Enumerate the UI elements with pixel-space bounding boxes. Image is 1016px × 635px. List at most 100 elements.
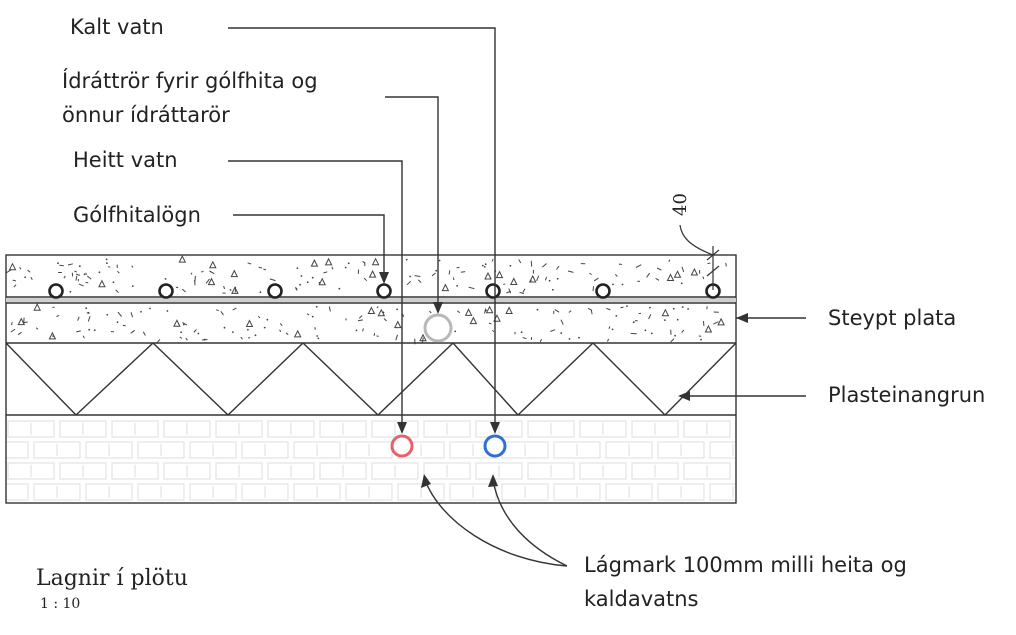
concrete-dot (167, 310, 169, 312)
concrete-dash (656, 278, 659, 280)
concrete-dash (377, 306, 378, 308)
concrete-aggregate (295, 331, 301, 337)
concrete-dash (12, 322, 13, 325)
concrete-dash (657, 268, 661, 270)
floor-heating-pipe (487, 285, 500, 298)
concrete-dash (87, 276, 91, 279)
concrete-dash (86, 282, 89, 283)
concrete-dash (568, 271, 574, 272)
concrete-aggregate (506, 308, 512, 314)
concrete-dot (295, 288, 297, 290)
ground-hatch-cell (736, 421, 782, 437)
concrete-dash (432, 273, 436, 276)
concrete-dot (165, 278, 167, 280)
ground-hatch-cell (0, 442, 28, 458)
concrete-dash (550, 330, 555, 332)
insulation-zigzag (6, 343, 736, 415)
concrete-dot (140, 311, 142, 313)
concrete-dash (531, 261, 532, 267)
concrete-dash (216, 310, 219, 311)
concrete-dash (76, 331, 81, 332)
concrete-dot (485, 263, 487, 265)
concrete-dash (415, 276, 421, 277)
concrete-dash (182, 289, 185, 292)
concrete-dot (560, 332, 562, 334)
concrete-dash (143, 332, 145, 336)
concrete-dot (345, 267, 347, 269)
concrete-dash (118, 312, 122, 316)
concrete-aggregate (10, 264, 16, 270)
concrete-dot (307, 281, 309, 283)
concrete-aggregate (662, 310, 668, 316)
concrete-dot (99, 271, 101, 273)
concrete-dash (221, 311, 224, 315)
concrete-dot (299, 284, 301, 286)
concrete-dot (232, 331, 234, 333)
concrete-dash (14, 285, 16, 288)
floor-heating-pipe (50, 285, 63, 298)
concrete-dot (106, 314, 108, 316)
concrete-aggregate (470, 318, 476, 324)
concrete-dot (482, 265, 484, 267)
floor-heating-pipe (378, 285, 391, 298)
concrete-aggregate (511, 279, 517, 285)
concrete-dash (116, 290, 119, 293)
concrete-dot (70, 291, 72, 293)
concrete-aggregate (174, 320, 180, 326)
concrete-dot (406, 259, 408, 261)
concrete-dot (682, 306, 684, 308)
concrete-dash (492, 330, 493, 332)
concrete-dot (626, 305, 628, 307)
concrete-dash (86, 273, 87, 275)
concrete-aggregate (368, 308, 374, 314)
concrete-dot (674, 335, 676, 337)
label-idrattaror-line1: Ídráttrör fyrir gólfhita og (62, 67, 318, 95)
concrete-dash (364, 278, 367, 281)
concrete-dot (409, 276, 411, 278)
concrete-dot (673, 308, 675, 310)
concrete-dot (569, 338, 571, 340)
concrete-dot (318, 338, 320, 340)
arrowhead-steypt-plata (736, 313, 748, 323)
concrete-dot (552, 289, 554, 291)
label-kalt-vatn: Kalt vatn (70, 13, 164, 41)
concrete-dot (319, 282, 321, 284)
concrete-dot (247, 329, 249, 331)
concrete-dash (649, 314, 651, 319)
concrete-dot (316, 335, 318, 337)
concrete-aggregate (466, 309, 472, 315)
concrete-dash (233, 308, 237, 310)
concrete-dot (255, 334, 257, 336)
floor-heating-pipes (50, 285, 720, 298)
leader-lagmark-cold (493, 480, 567, 566)
concrete-dot (264, 327, 266, 329)
concrete-dot (57, 262, 59, 264)
concrete-dot (700, 339, 702, 341)
membrane-fill (6, 298, 736, 302)
floor-heating-pipe (160, 285, 173, 298)
concrete-dash (195, 280, 196, 285)
concrete-dash (469, 287, 475, 288)
floor-heating-pipe (597, 285, 610, 298)
concrete-dash (556, 266, 559, 269)
concrete-dash (561, 320, 563, 325)
concrete-dash (621, 307, 624, 308)
concrete-dot (260, 291, 262, 293)
concrete-aggregate (675, 271, 681, 277)
ground-hatch-cell (736, 463, 782, 479)
concrete-dot (484, 266, 486, 268)
concrete-dash (523, 289, 525, 293)
ground-hatch-cell (0, 484, 28, 500)
concrete-dash (669, 260, 670, 262)
concrete-dash (123, 325, 126, 326)
concrete-dash (537, 276, 539, 281)
concrete-dot (622, 284, 624, 286)
concrete-aggregate (485, 273, 491, 279)
arrowhead-heitt-vatn (397, 422, 407, 434)
concrete-aggregate (497, 272, 503, 278)
concrete-dot (537, 309, 539, 311)
concrete-dash (636, 265, 641, 268)
concrete-dash (194, 330, 197, 333)
concrete-dash (489, 323, 492, 324)
